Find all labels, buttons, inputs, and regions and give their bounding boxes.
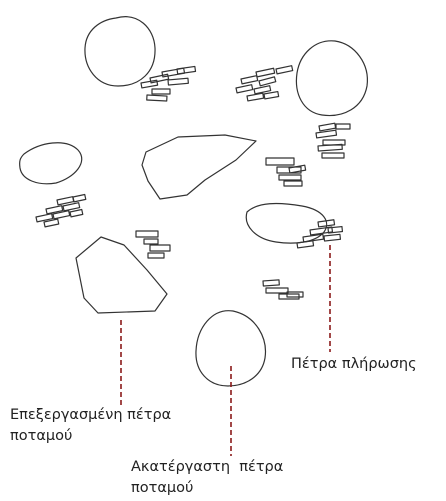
stone-flat-right (246, 204, 326, 244)
filling-stones-middle (266, 158, 306, 186)
filling-stones-right-stack (316, 123, 350, 158)
stone-circle-top-left (85, 17, 155, 86)
filling-stones-top-right (236, 66, 293, 101)
stone-circle-top-right (296, 41, 367, 116)
filling-stones-lower-center (136, 231, 170, 258)
label-filling-stone-text: Πέτρα πλήρωσης (291, 354, 417, 375)
label-processed-river-stone: Επεξεργασμένη πέτρα ποταμού (10, 405, 171, 447)
label-processed-line-1: Επεξεργασμένη πέτρα (10, 405, 171, 426)
filling-stones-left (36, 195, 86, 227)
stone-processed-center (142, 135, 256, 199)
stone-processed-lower-left (76, 237, 167, 313)
stone-flat-left (20, 143, 82, 184)
filling-stones-bottom-right (263, 280, 303, 299)
label-processed-line-2: ποταμού (10, 426, 171, 447)
filling-stones-right-lower (297, 220, 342, 248)
label-unprocessed-river-stone: Ακατέργαστη πέτρα ποταμού (131, 457, 283, 499)
label-unprocessed-line-2: ποταμού (131, 478, 283, 499)
label-unprocessed-line-1: Ακατέργαστη πέτρα (131, 457, 283, 478)
label-filling-stone: Πέτρα πλήρωσης (291, 354, 417, 375)
